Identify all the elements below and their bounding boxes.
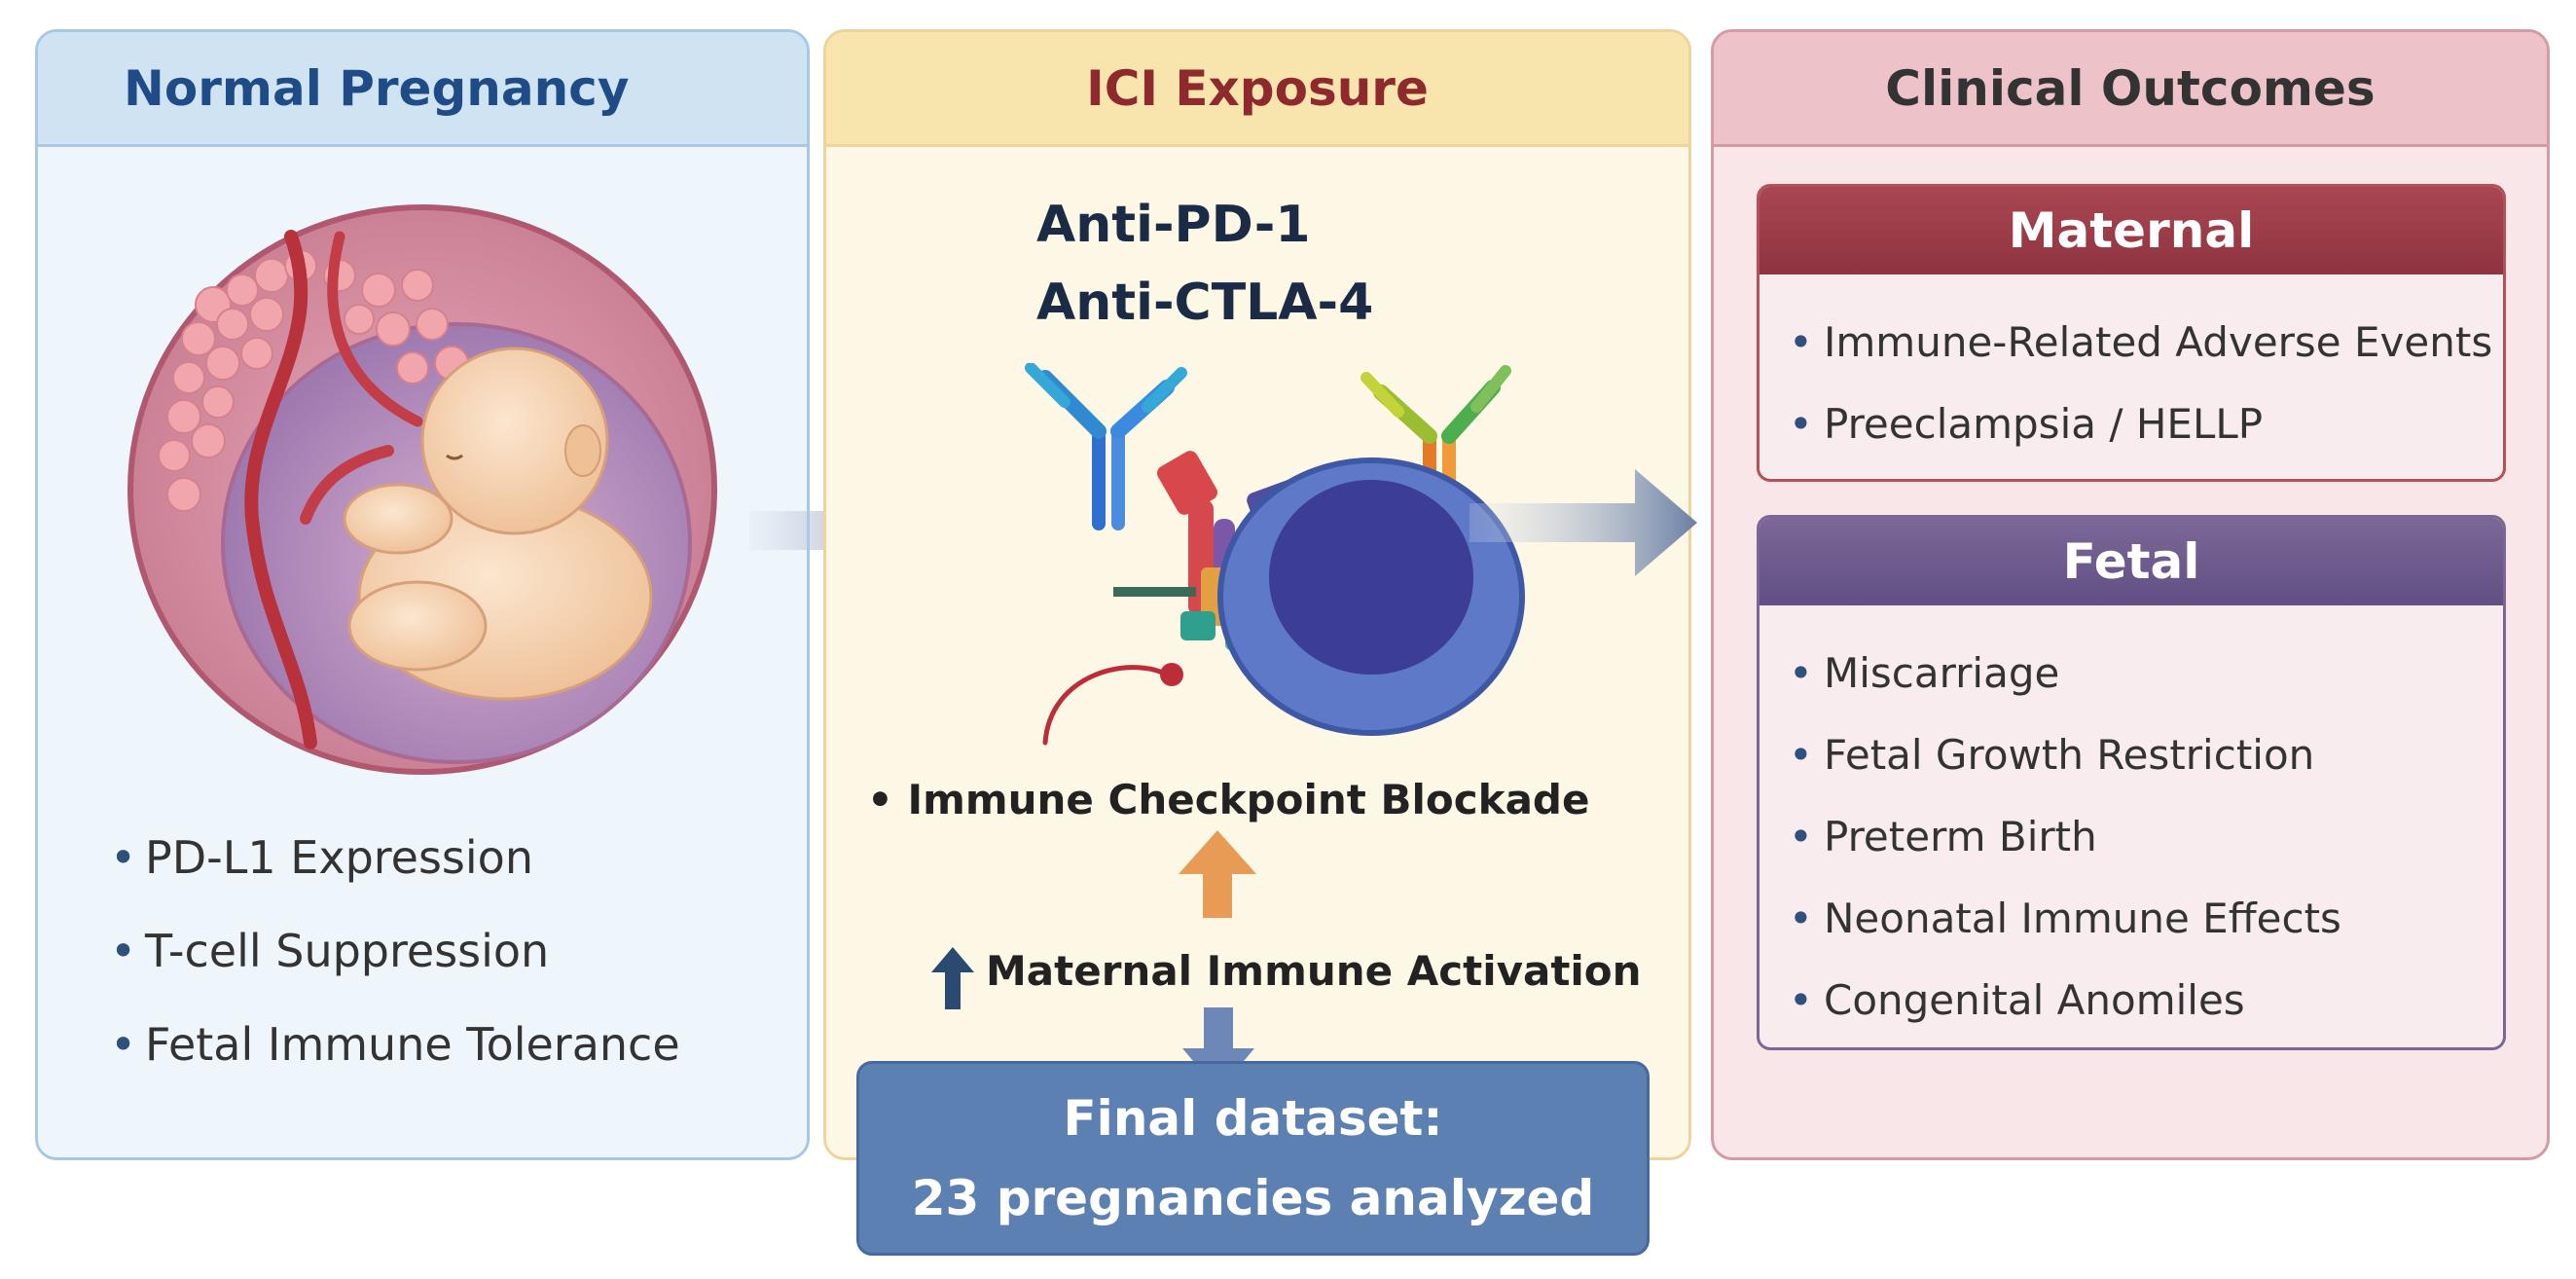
list-item: Preterm Birth: [1785, 796, 2341, 878]
final-dataset-box: Final dataset: 23 pregnancies analyzed: [856, 1061, 1650, 1256]
ici-exposure-title: ICI Exposure: [826, 32, 1688, 147]
final-dataset-line2: 23 pregnancies analyzed: [911, 1170, 1595, 1226]
normal-pregnancy-title: Normal Pregnancy: [38, 32, 807, 147]
list-item: Preeclampsia / HELLP: [1785, 384, 2492, 465]
maternal-outcomes-list: Immune-Related Adverse Events Preeclamps…: [1785, 302, 2492, 465]
clinical-outcomes-panel: Clinical Outcomes Maternal Immune-Relate…: [1711, 29, 2550, 1160]
drug-anti-pd1: Anti-PD-1: [1036, 196, 1311, 254]
arrow-down-icon: [1182, 1007, 1254, 1091]
list-item: Fetal Immune Tolerance: [106, 998, 680, 1091]
list-item: Fetal Growth Restriction: [1785, 714, 2341, 796]
list-item: Neonatal Immune Effects: [1785, 878, 2341, 960]
drug-anti-ctla4: Anti-CTLA-4: [1036, 274, 1374, 332]
checkpoint-blockade-label: • Immune Checkpoint Blockade: [867, 776, 1590, 823]
fetal-outcomes-list: Miscarriage Fetal Growth Restriction Pre…: [1785, 633, 2341, 1041]
normal-pregnancy-bullets: PD-L1 Expression T-cell Suppression Feta…: [106, 811, 680, 1091]
list-item: Miscarriage: [1785, 633, 2341, 714]
arrow-up-icon: [1179, 830, 1256, 918]
fetus-in-uterus-illustration: [127, 204, 717, 775]
clinical-outcomes-title: Clinical Outcomes: [1714, 32, 2547, 147]
antibody-icon: [1025, 363, 1187, 530]
list-item: T-cell Suppression: [106, 904, 680, 998]
maternal-title: Maternal: [1760, 187, 2503, 274]
maternal-immune-activation-label: Maternal Immune Activation: [986, 947, 1642, 995]
final-dataset-line1: Final dataset:: [1063, 1090, 1443, 1147]
arrow-up-icon: [931, 947, 974, 1009]
checkpoint-blockade-illustration: [1025, 363, 1525, 746]
list-item: PD-L1 Expression: [106, 811, 680, 904]
list-item: Immune-Related Adverse Events: [1785, 302, 2492, 384]
normal-pregnancy-panel: Normal Pregnancy: [35, 29, 810, 1160]
fetal-outcomes-card: Fetal Miscarriage Fetal Growth Restricti…: [1757, 515, 2506, 1050]
list-item: Congenital Anomiles: [1785, 960, 2341, 1041]
ici-exposure-panel: ICI Exposure Anti-PD-1 Anti-CTLA-4: [823, 29, 1691, 1160]
maternal-outcomes-card: Maternal Immune-Related Adverse Events P…: [1757, 184, 2506, 482]
fetal-title: Fetal: [1760, 518, 2503, 605]
arrow-right-icon: [1469, 469, 1697, 576]
